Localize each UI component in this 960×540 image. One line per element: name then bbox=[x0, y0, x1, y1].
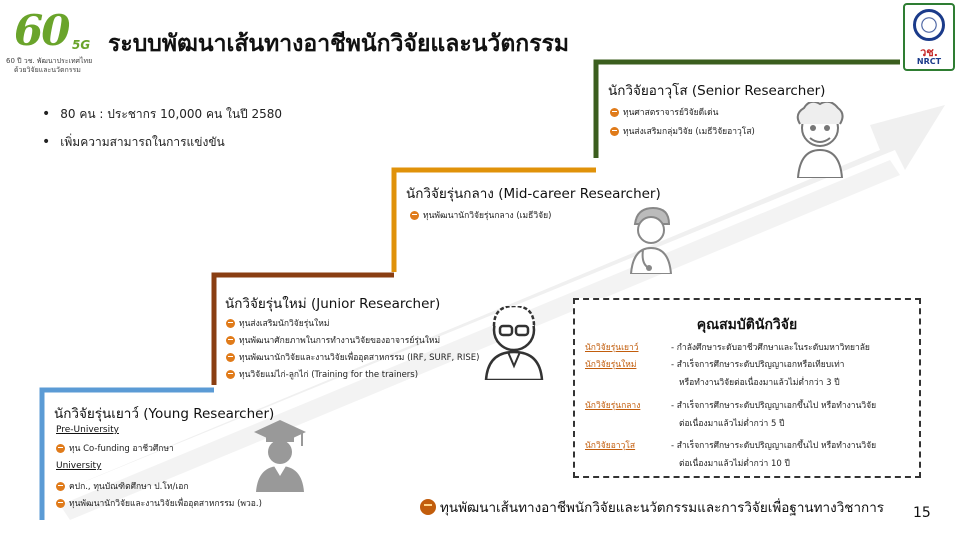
fund-item: ทุน Co-funding อาชีวศึกษา bbox=[56, 441, 174, 455]
fund-item: ทุนศาสตราจารย์วิจัยดีเด่น bbox=[610, 105, 718, 119]
stage-title-senior: นักวิจัยอาวุโส (Senior Researcher) bbox=[608, 83, 826, 99]
sub-heading-university: University bbox=[56, 461, 102, 471]
qualification-text: ต่อเนื่องมาแล้วไม่ต่ำกว่า 5 ปี bbox=[679, 419, 785, 429]
logo-60-years-nrct: 60 5G 60 ปี วช. พัฒนาประเทศไทย ด้วยวิจัย… bbox=[4, 4, 96, 74]
fund-item: ทุนพัฒนานักวิจัยและงานวิจัยเพื่ออุตสาหกร… bbox=[226, 350, 479, 364]
qualification-text: - สำเร็จการศึกษาระดับปริญญาเอกขึ้นไป หรื… bbox=[671, 441, 877, 451]
fund-item: ทุนพัฒนานักวิจัยรุ่นกลาง (เมธีวิจัย) bbox=[410, 208, 551, 222]
logo-5g-badge: 5G bbox=[72, 38, 91, 52]
fund-badge-icon bbox=[56, 443, 65, 453]
qualification-label: นักวิจัยรุ่นใหม่ bbox=[585, 360, 637, 370]
fund-item: ทุนส่งเสริมกลุ่มวิจัย (เมธีวิจัยอาวุโส) bbox=[610, 124, 755, 138]
senior-researcher-icon bbox=[796, 102, 844, 178]
stair-senior bbox=[593, 59, 900, 158]
logo-name: NRCT bbox=[916, 57, 942, 66]
fund-badge-icon bbox=[420, 499, 436, 515]
fund-badge-icon bbox=[226, 369, 235, 379]
qualification-label: นักวิจัยอาวุโส bbox=[585, 441, 636, 451]
page-number: 15 bbox=[913, 505, 931, 521]
fund-badge-icon bbox=[410, 210, 419, 220]
stage-title-young: นักวิจัยรุ่นเยาว์ (Young Researcher) bbox=[54, 406, 275, 422]
fund-item: ทุนพัฒนานักวิจัยและงานวิจัยเพื่ออุตสาหกร… bbox=[56, 496, 262, 510]
mid-career-researcher-icon bbox=[629, 206, 673, 274]
fund-item: คปก., ทุนบัณฑิตศึกษา ป.โท/เอก bbox=[56, 479, 189, 493]
fund-item: ทุนส่งเสริมนักวิจัยรุ่นใหม่ bbox=[226, 316, 329, 330]
footer-note: ทุนพัฒนาเส้นทางอาชีพนักวิจัยและนวัตกรรมแ… bbox=[420, 496, 884, 518]
qualification-label: นักวิจัยรุ่นกลาง bbox=[585, 401, 641, 411]
logo-caption-line1: 60 ปี วช. พัฒนาประเทศไทย bbox=[6, 57, 93, 65]
qualification-text: - สำเร็จการศึกษาระดับปริญญาเอกหรือเทียบเ… bbox=[671, 360, 845, 370]
fund-badge-icon bbox=[226, 352, 235, 362]
sub-heading-pre-university: Pre-University bbox=[56, 425, 119, 435]
stair-mid bbox=[391, 167, 596, 272]
qualifications-title: คุณสมบัตินักวิจัย bbox=[696, 317, 798, 333]
stair-young bbox=[39, 387, 214, 520]
qualification-text: ต่อเนื่องมาแล้วไม่ต่ำกว่า 10 ปี bbox=[679, 459, 790, 469]
bullet-item: 80 คน : ประชากร 10,000 คน ในปี 2580 bbox=[42, 100, 282, 128]
fund-badge-icon bbox=[56, 498, 65, 508]
stage-title-mid: นักวิจัยรุ่นกลาง (Mid-career Researcher) bbox=[406, 186, 661, 202]
qualification-text: หรือทำงานวิจัยต่อเนื่องมาแล้วไม่ต่ำกว่า … bbox=[679, 378, 840, 388]
qualification-text: - กำลังศึกษาระดับอาชีวศึกษาและในระดับมหา… bbox=[671, 343, 870, 353]
fund-badge-icon bbox=[226, 318, 235, 328]
logo-caption-line2: ด้วยวิจัยและนวัตกรรม bbox=[14, 66, 81, 74]
qualification-text: - สำเร็จการศึกษาระดับปริญญาเอกขึ้นไป หรื… bbox=[671, 401, 877, 411]
fund-badge-icon bbox=[610, 126, 619, 136]
nrct-seal-icon bbox=[913, 9, 945, 41]
graduate-icon bbox=[254, 420, 306, 492]
fund-badge-icon bbox=[56, 481, 65, 491]
fund-badge-icon bbox=[610, 107, 619, 117]
fund-badge-icon bbox=[226, 335, 235, 345]
fund-item: ทุนพัฒนาศักยภาพในการทำงานวิจัยของอาจารย์… bbox=[226, 333, 440, 347]
page-title: ระบบพัฒนาเส้นทางอาชีพนักวิจัยและนวัตกรรม bbox=[108, 31, 570, 57]
logo-nrct: วช. NRCT bbox=[903, 3, 955, 71]
qualifications-box: คุณสมบัตินักวิจัย นักวิจัยรุ่นเยาว์ - กำ… bbox=[573, 298, 921, 478]
logo-mark: 60 bbox=[14, 6, 70, 55]
footer-note-text: ทุนพัฒนาเส้นทางอาชีพนักวิจัยและนวัตกรรมแ… bbox=[440, 500, 885, 516]
stair-junior bbox=[211, 272, 394, 385]
stage-title-junior: นักวิจัยรุ่นใหม่ (Junior Researcher) bbox=[225, 296, 441, 312]
junior-researcher-icon bbox=[484, 306, 544, 380]
bullet-item: เพิ่มความสามารถในการแข่งขัน bbox=[42, 128, 282, 156]
fund-item: ทุนวิจัยแม่ไก่-ลูกไก่ (Training for the … bbox=[226, 367, 418, 381]
logo-abbr: วช. bbox=[920, 46, 938, 59]
qualification-label: นักวิจัยรุ่นเยาว์ bbox=[585, 343, 639, 353]
bullet-list: 80 คน : ประชากร 10,000 คน ในปี 2580 เพิ่… bbox=[42, 100, 282, 156]
